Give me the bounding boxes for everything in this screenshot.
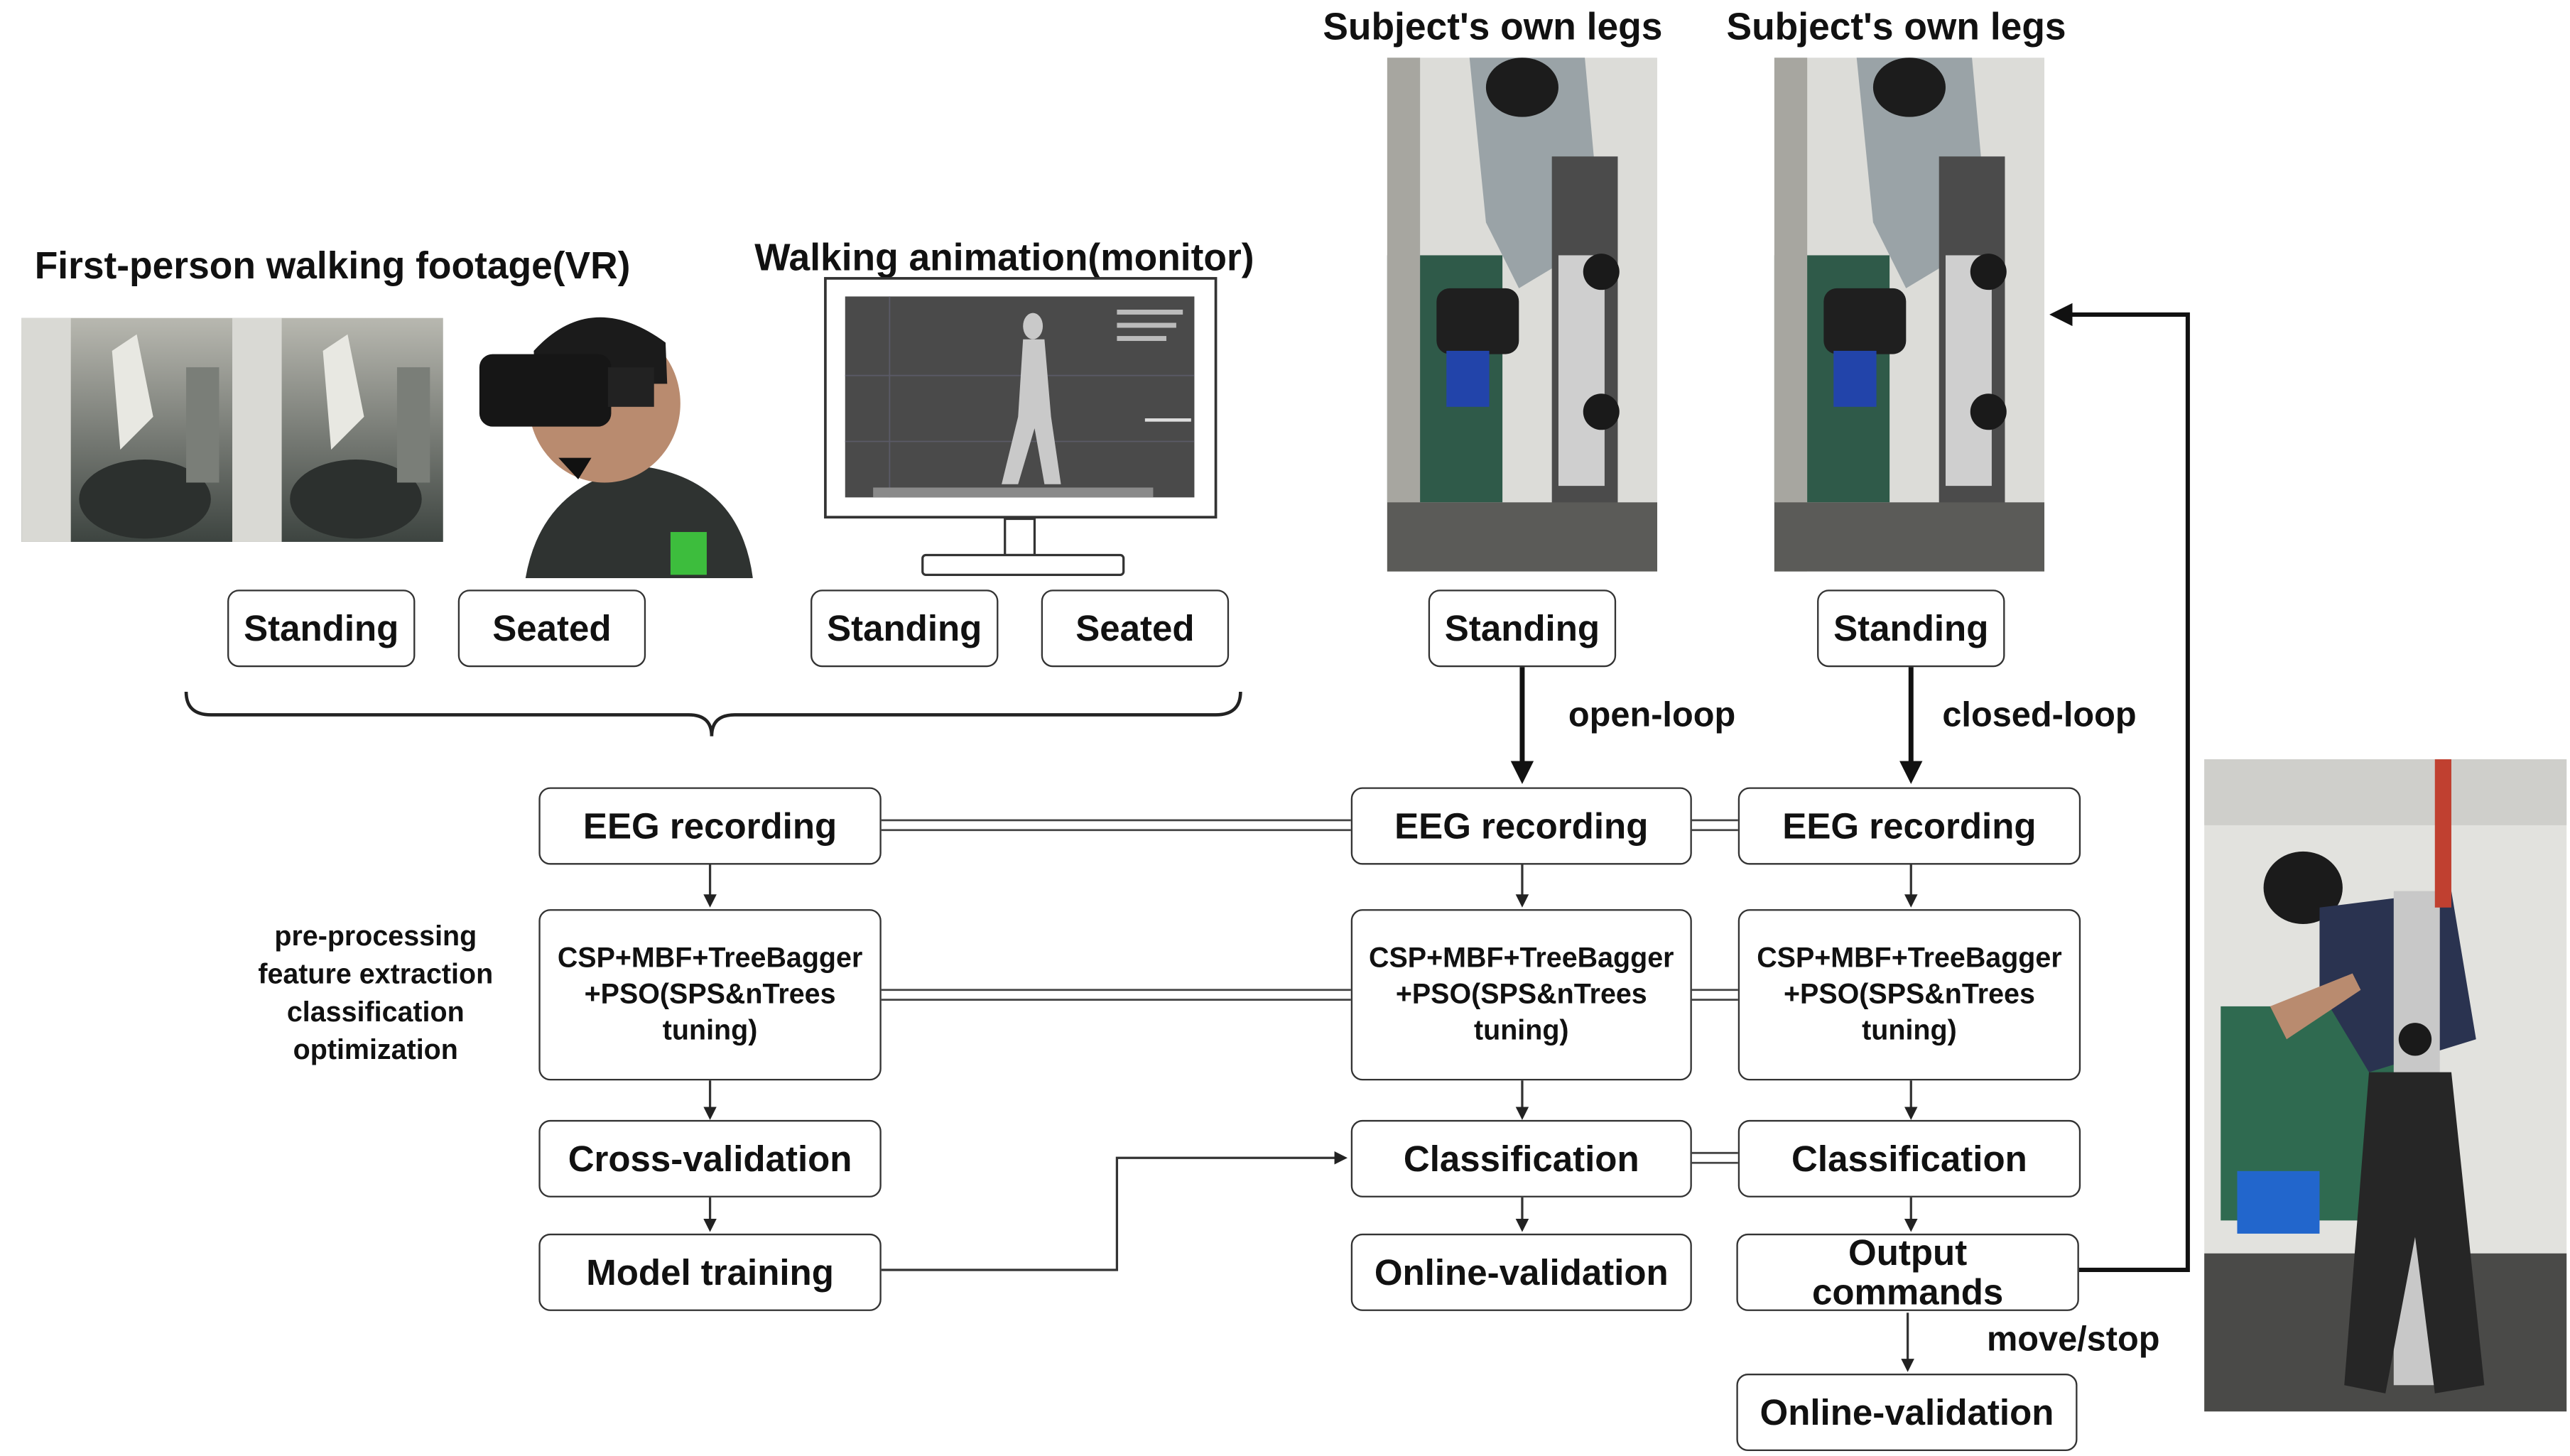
pipeline-steps-label: pre-processing feature extraction classi… [231, 918, 521, 1069]
caption-own-legs-open: Subject's own legs [1323, 4, 1663, 48]
legs-closed-standing-condition: Standing [1817, 590, 2005, 668]
closed-loop-classification-box: Classification [1737, 1119, 2081, 1197]
exoskeleton-subject-photo [2204, 759, 2567, 1412]
closed-loop-label: closed-loop [1942, 696, 2137, 735]
pipeline-step: pre-processing [274, 920, 477, 952]
pipeline-step: feature extraction [258, 958, 494, 990]
closed-loop-method-box: CSP+MBF+TreeBagger +PSO(SPS&nTrees tunin… [1737, 909, 2081, 1081]
vr-headset-subject-photo [476, 301, 753, 578]
cross-validation-box: Cross-validation [538, 1119, 882, 1197]
move-stop-label: move/stop [1986, 1320, 2160, 1359]
legs-open-standing-condition: Standing [1428, 590, 1617, 668]
monitor-animation-illustration [824, 277, 1218, 576]
own-legs-photo-open-loop [1387, 58, 1658, 572]
closed-loop-online-validation-box: Online-validation [1736, 1374, 2078, 1452]
open-loop-method-box: CSP+MBF+TreeBagger +PSO(SPS&nTrees tunin… [1350, 909, 1692, 1081]
offline-eeg-recording-box: EEG recording [538, 787, 882, 865]
open-loop-label: open-loop [1568, 696, 1736, 735]
open-loop-online-validation-box: Online-validation [1350, 1233, 1692, 1311]
open-loop-classification-box: Classification [1350, 1119, 1692, 1197]
closed-loop-eeg-recording-box: EEG recording [1737, 787, 2081, 865]
vr-seated-condition: Seated [457, 590, 646, 668]
open-loop-eeg-recording-box: EEG recording [1350, 787, 1692, 865]
vr-footage-photo [21, 317, 443, 542]
caption-own-legs-closed: Subject's own legs [1726, 4, 2066, 48]
offline-method-box: CSP+MBF+TreeBagger +PSO(SPS&nTrees tunin… [538, 909, 882, 1081]
output-commands-box: Output commands [1736, 1233, 2079, 1311]
vr-standing-condition: Standing [227, 590, 416, 668]
caption-vr: First-person walking footage(VR) [34, 244, 631, 287]
own-legs-photo-closed-loop [1774, 58, 2045, 572]
pipeline-step: optimization [293, 1034, 458, 1066]
pipeline-step: classification [286, 996, 465, 1028]
monitor-seated-condition: Seated [1041, 590, 1230, 668]
caption-monitor: Walking animation(monitor) [754, 235, 1254, 278]
model-training-box: Model training [538, 1233, 882, 1311]
monitor-standing-condition: Standing [810, 590, 999, 668]
